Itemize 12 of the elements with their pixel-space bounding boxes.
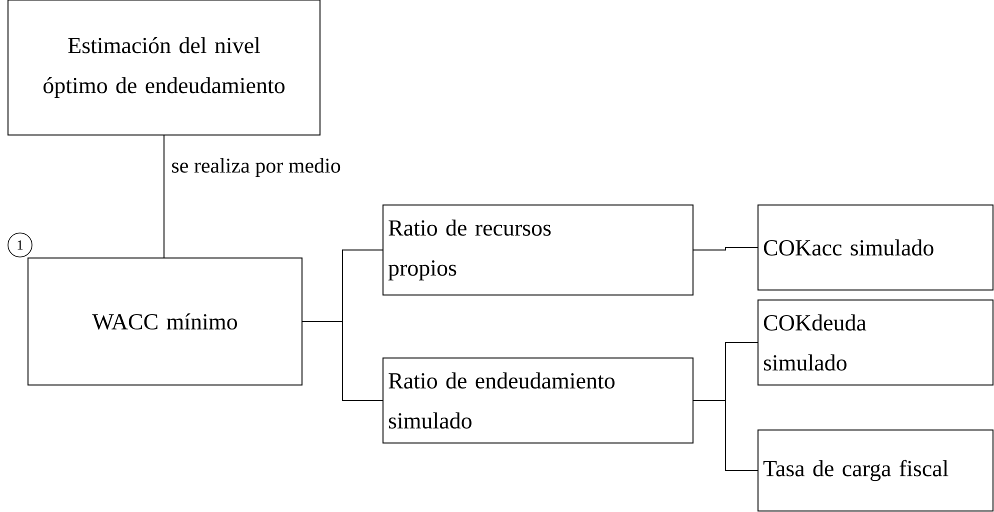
circled-number: 1: [8, 232, 32, 258]
process-box: COKacc simulado: [758, 204, 994, 290]
process-box: COKdeuda simulado: [758, 300, 994, 386]
connector-line: [302, 321, 383, 401]
process-box: Ratio de recursos propios: [382, 204, 694, 296]
edge-label: se realiza por medio: [170, 156, 342, 178]
process-box: Tasa de carga fiscal: [758, 430, 994, 512]
process-box: WACC mínimo: [28, 258, 302, 386]
process-box: Ratio de endeudamiento simulado: [382, 358, 694, 444]
connector-line: [693, 247, 758, 250]
process-box: Estimación del nivel óptimo de endeudamiento: [8, 0, 320, 136]
connector-line: [693, 400, 758, 471]
